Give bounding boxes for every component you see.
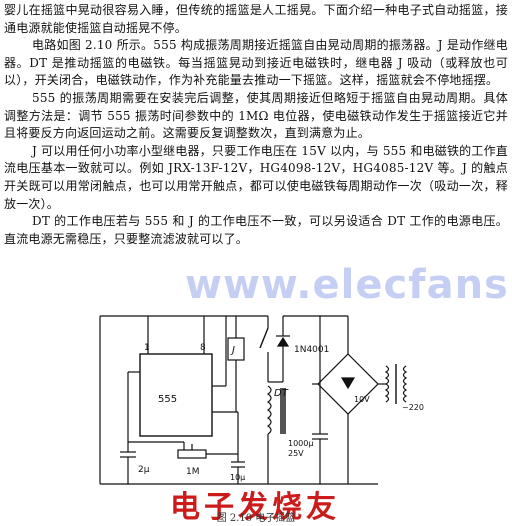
diode-label: 1N4001 xyxy=(294,345,329,355)
watermark-url: www.elecfans.com xyxy=(185,262,512,308)
paragraph-relay: J 可以用任何小功率小型继电器，只要工作电压在 15V 以内，与 555 和电磁… xyxy=(4,143,508,211)
paragraph-power: DT 的工作电压若与 555 和 J 的工作电压不一致，可以另设适合 DT 工作… xyxy=(4,214,508,246)
figure-caption: 图 2.10 电子摇篮 xyxy=(216,513,296,524)
potentiometer-body xyxy=(177,449,207,459)
ic-pin8-label: 8 xyxy=(200,343,206,353)
cap-filter-voltage-label: 25V xyxy=(288,449,304,458)
dt-core xyxy=(280,388,286,434)
ic-555-body xyxy=(139,353,213,437)
transformer-secondary-label: 10V xyxy=(354,395,370,404)
ic-pin1-label: 1 xyxy=(144,343,150,353)
transformer-secondary-coil xyxy=(384,365,390,403)
relay-j-label: J xyxy=(230,345,235,356)
potentiometer-label: 1M xyxy=(186,467,200,477)
mains-label: ~220V xyxy=(402,403,424,412)
cap-small-label: 10μ xyxy=(230,473,245,482)
dt-label: DT xyxy=(274,388,289,399)
paragraph-adjust: 555 的振荡周期需要在安装完后调整，使其周期接近但略短于摇篮自由晃动周期。具体… xyxy=(4,90,508,141)
transformer-primary-coil xyxy=(402,365,408,403)
bridge-diode-symbol xyxy=(340,377,356,390)
cap-filter-value-label: 1000μ xyxy=(288,439,313,448)
paragraph-circuit: 电路如图 2.10 所示。555 构成振荡周期接近摇篮自由晃动周期的振荡器。J … xyxy=(4,38,508,88)
ic-555-label: 555 xyxy=(158,394,177,405)
cap-timing-label: 2μ xyxy=(138,465,150,475)
relay-contact-blade xyxy=(259,327,269,349)
relay-j-coil xyxy=(227,337,245,361)
circuit-diagram: 555 1 8 2μ 1M 10μ J xyxy=(99,315,424,485)
diode-symbol xyxy=(276,336,290,347)
dt-coil xyxy=(266,385,272,435)
site-logo-text: 电子发烧友 xyxy=(170,490,340,525)
article-text: 婴儿在摇篮中晃动很容易入睡，但传统的摇篮是人工摇晃。下面介绍一种电子式自动摇篮，… xyxy=(4,2,508,248)
paragraph-intro: 婴儿在摇篮中晃动很容易入睡，但传统的摇篮是人工摇晃。下面介绍一种电子式自动摇篮，… xyxy=(4,3,508,35)
